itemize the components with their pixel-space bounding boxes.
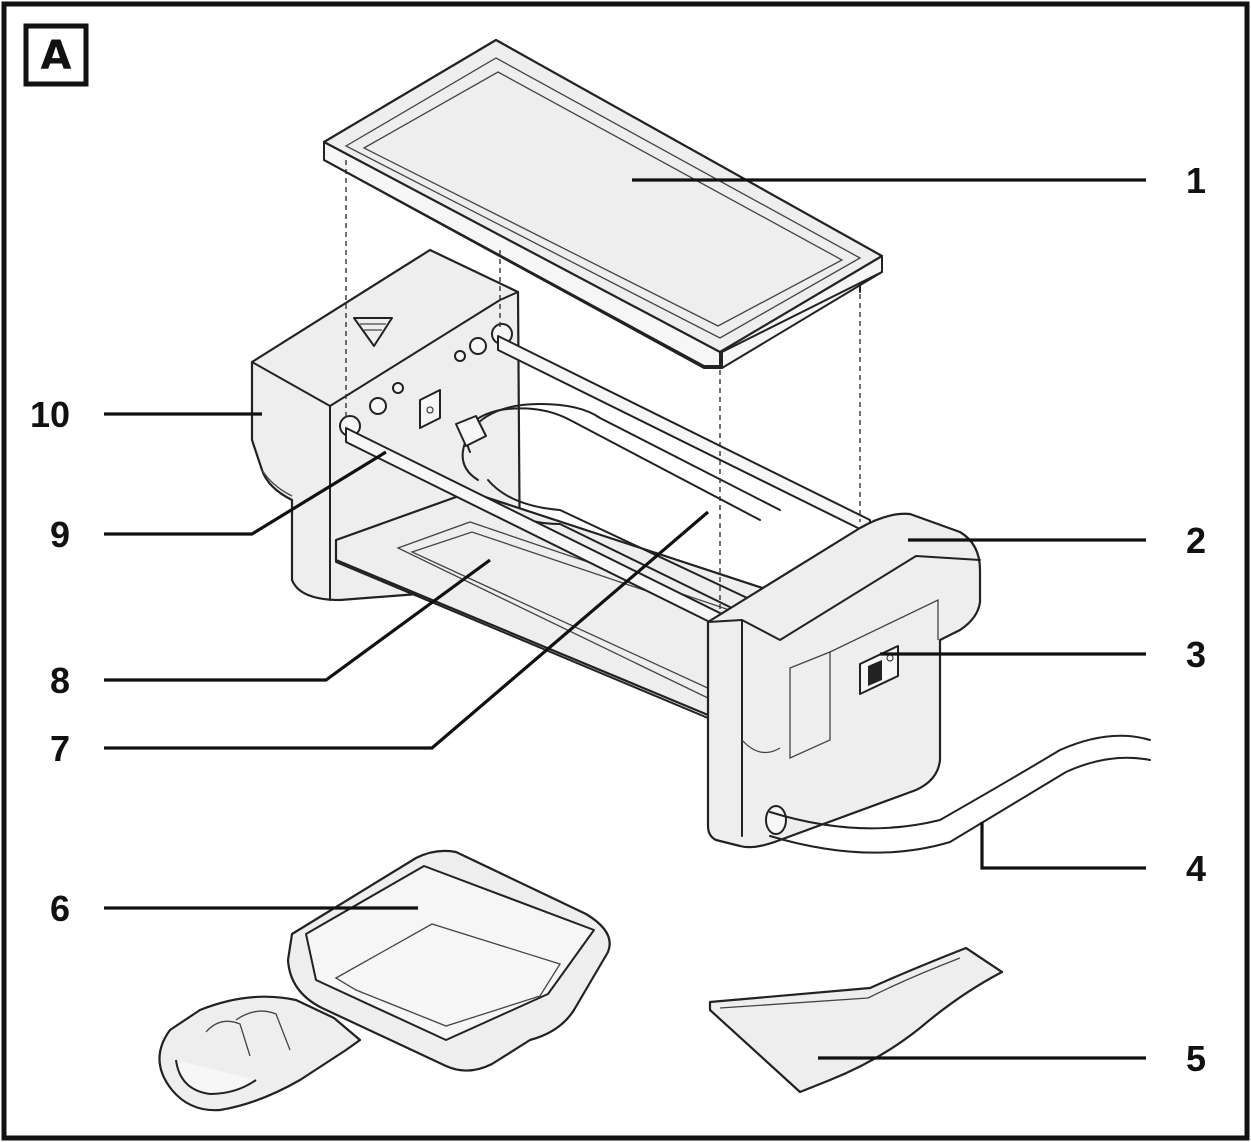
callout-2: 2 <box>1186 520 1206 561</box>
callout-3: 3 <box>1186 634 1206 675</box>
leader-7 <box>104 510 710 750</box>
callout-9: 9 <box>50 514 70 555</box>
callout-1: 1 <box>1186 160 1206 201</box>
callout-8: 8 <box>50 660 70 701</box>
callout-4: 4 <box>1186 848 1206 889</box>
spatula <box>708 946 1004 1094</box>
figure-label: A <box>41 33 72 79</box>
callout-7: 7 <box>50 728 70 769</box>
figure-label-box: A <box>23 23 89 87</box>
power-cord <box>769 734 1151 854</box>
leader-9 <box>104 450 387 536</box>
callout-5: 5 <box>1186 1038 1206 1079</box>
grill-plate <box>322 38 884 369</box>
leader-8 <box>104 558 491 682</box>
callout-numbers: 1 2 3 4 5 6 7 8 9 10 <box>30 160 1206 1079</box>
callout-6: 6 <box>50 888 70 929</box>
leader-4 <box>980 822 1146 870</box>
assembly-guides <box>345 160 861 612</box>
leader-lines <box>104 178 1146 1060</box>
raclette-pan <box>158 849 611 1112</box>
callout-10: 10 <box>30 394 70 435</box>
right-end-housing <box>706 512 982 849</box>
